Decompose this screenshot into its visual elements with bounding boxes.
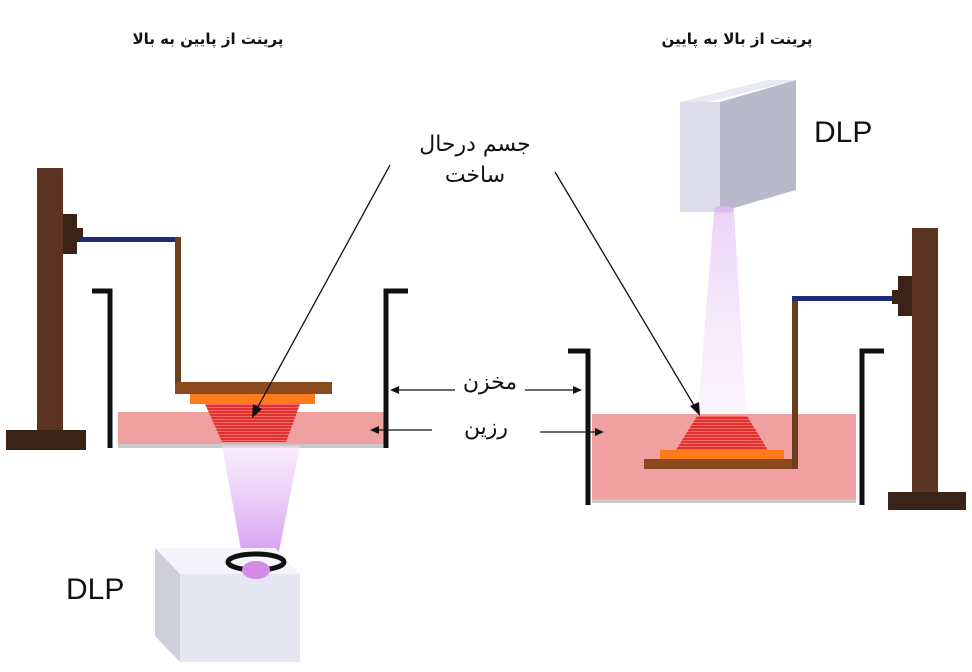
tank-label: مخزن — [462, 370, 518, 395]
resin-label: رزین — [463, 415, 509, 440]
left-arm-clamp-knob — [75, 228, 83, 242]
title-bottom-up: پرینت از پایین به بالا — [132, 30, 284, 48]
right-arm-vertical — [792, 296, 798, 469]
object-arrow-left — [253, 164, 391, 415]
right-tank-wall-right — [859, 348, 884, 505]
right-arm-clamp — [898, 276, 912, 316]
left-projector-lens — [242, 561, 270, 579]
object-arrow-left-head — [252, 404, 262, 418]
object-arrow-right-head — [690, 402, 700, 416]
top-down-setup — [568, 80, 966, 510]
left-tank-wall-right — [383, 288, 408, 448]
resin-arrow-right-head — [595, 428, 604, 436]
right-stand-post — [912, 228, 938, 496]
right-projector-top — [680, 80, 796, 102]
left-projector-front — [155, 548, 180, 662]
left-projector-side — [180, 574, 300, 662]
annotation-arrows — [252, 164, 700, 436]
left-arm — [80, 237, 180, 242]
right-projector-front — [680, 102, 720, 212]
right-tank-floor — [592, 499, 856, 503]
resin-arrow-left-head — [370, 426, 379, 434]
right-build-plate — [660, 450, 784, 459]
object-label-line2: ساخت — [444, 163, 506, 188]
right-build-platform — [644, 459, 796, 469]
object-arrow-right — [554, 171, 699, 413]
left-arm-vertical — [175, 237, 181, 385]
bottom-up-setup — [6, 168, 408, 662]
left-stand-base — [6, 430, 86, 450]
left-printed-object — [205, 404, 300, 442]
tank-arrow-left-head — [390, 386, 399, 394]
dlp-label-right: DLP — [814, 116, 873, 149]
right-light-beam — [698, 212, 746, 412]
left-tank-wall-left — [92, 288, 113, 448]
tank-arrow-right-head — [573, 386, 582, 394]
left-light-beam — [222, 446, 300, 566]
right-printed-object — [676, 416, 768, 450]
left-build-plate — [190, 394, 315, 404]
right-arm-clamp-knob — [892, 290, 900, 304]
title-top-down: پرینت از بالا به پایین — [661, 30, 813, 48]
right-stand-base — [888, 492, 966, 510]
left-arm-clamp — [63, 214, 77, 254]
right-tank-wall-left — [568, 348, 591, 505]
dlp-label-left: DLP — [66, 573, 125, 606]
right-arm — [792, 296, 900, 301]
right-projector-side — [720, 80, 796, 212]
object-label-line1: جسم درحال — [419, 132, 531, 157]
left-stand-post — [37, 168, 63, 433]
left-build-platform — [175, 382, 332, 394]
